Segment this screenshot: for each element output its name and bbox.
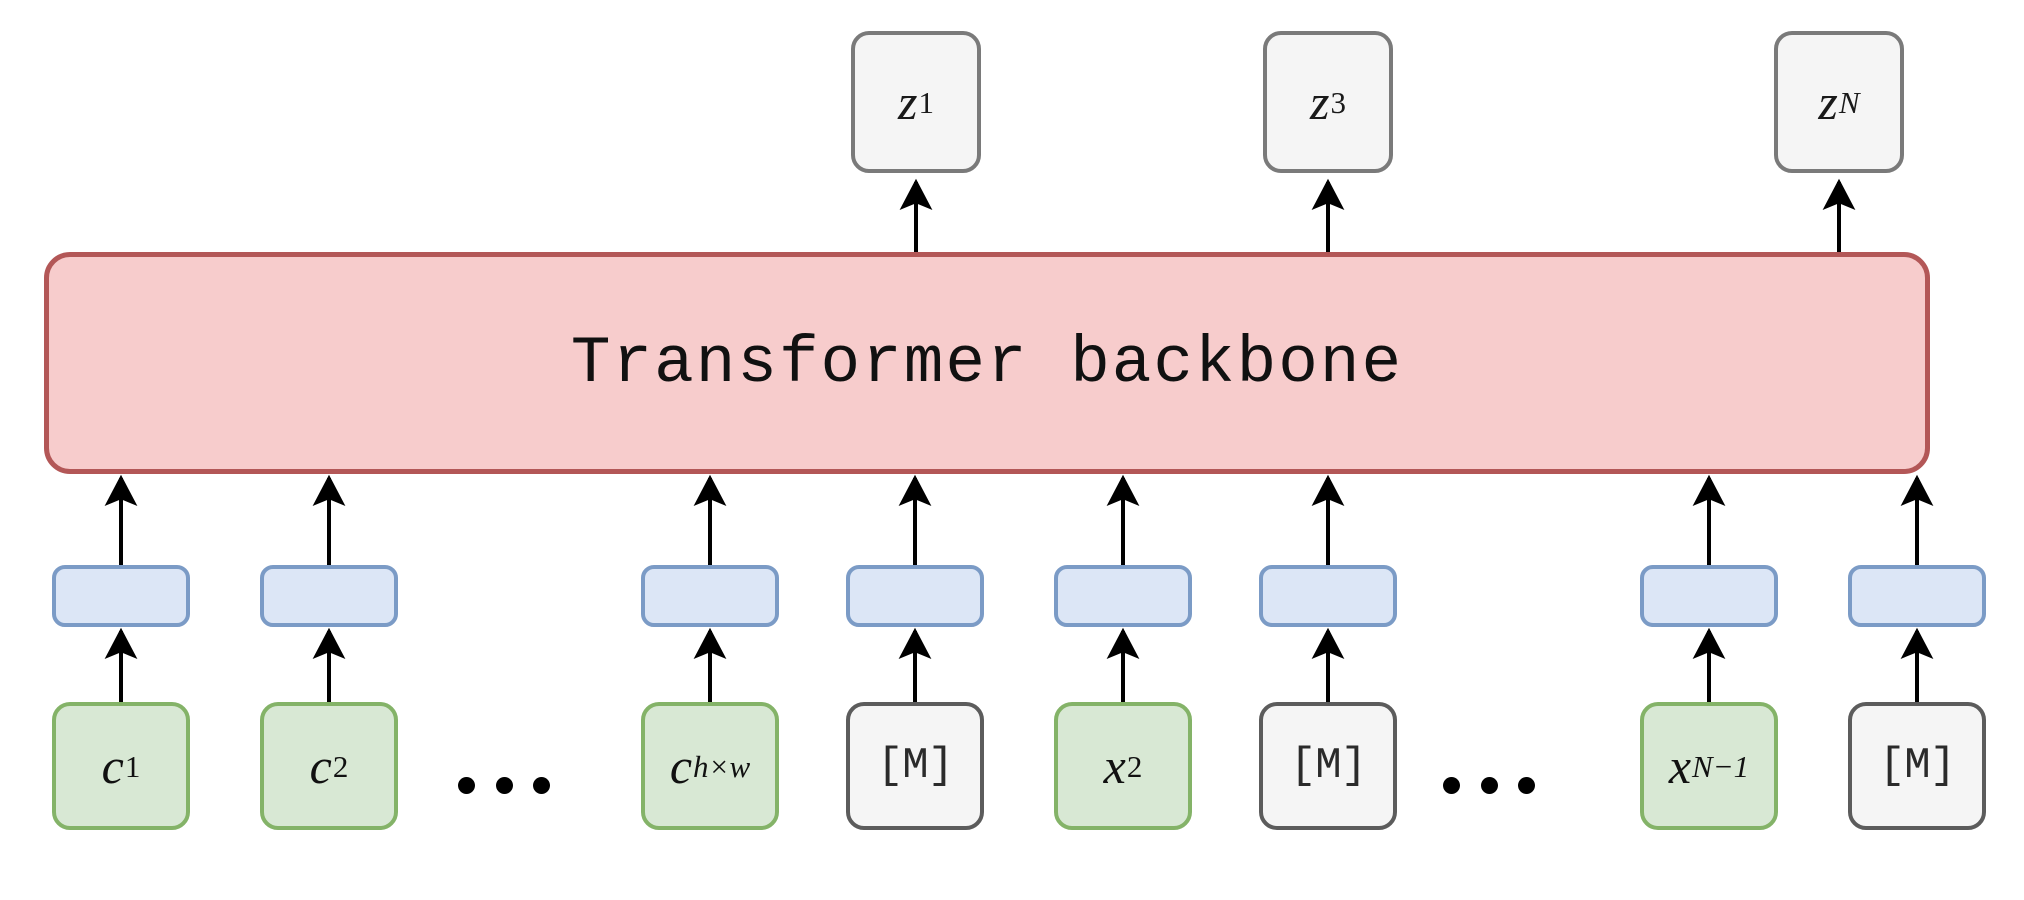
latent-label-zN: z — [1818, 74, 1838, 130]
embedding-box-6 — [1259, 565, 1397, 627]
embedding-box-8 — [1848, 565, 1986, 627]
token-sub-x2: 2 — [1126, 748, 1143, 784]
ellipsis-dot — [533, 776, 550, 794]
ellipsis-sequence — [1443, 775, 1535, 795]
ellipsis-dot — [1480, 776, 1498, 794]
ellipsis-dot — [1518, 776, 1535, 794]
latent-sub-zN: N — [1838, 84, 1860, 120]
embedding-box-7 — [1640, 565, 1778, 627]
embedding-box-5 — [1054, 565, 1192, 627]
embedding-box-4 — [846, 565, 984, 627]
token-box-mask-1: [M] — [846, 702, 984, 830]
token-box-mask-3: [M] — [1848, 702, 1986, 830]
token-label-mask-1: [M] — [876, 741, 954, 791]
latent-label-z1: z — [898, 74, 918, 130]
ellipsis-dot — [495, 776, 513, 794]
arrows-backbone-to-latent — [899, 178, 1856, 252]
token-label-x2: x — [1103, 738, 1126, 794]
token-label-mask-3: [M] — [1878, 741, 1956, 791]
transformer-backbone: Transformer backbone — [44, 252, 1930, 474]
token-label-c1: c — [101, 738, 124, 794]
token-label-xN1: x — [1668, 738, 1692, 794]
token-sub-c2: 2 — [332, 748, 349, 784]
ellipsis-dot — [458, 776, 475, 794]
token-label-chw: c — [669, 738, 693, 794]
token-label-mask-2: [M] — [1289, 741, 1367, 791]
latent-sub-z1: 1 — [918, 84, 934, 120]
ellipsis-context — [458, 775, 550, 795]
latent-sub-z3: 3 — [1330, 84, 1346, 120]
token-box-mask-2: [M] — [1259, 702, 1397, 830]
arrows-embedding-to-backbone — [104, 474, 1934, 565]
transformer-backbone-label: Transformer backbone — [570, 325, 1404, 401]
embedding-box-1 — [52, 565, 190, 627]
token-sub-c1: 1 — [124, 748, 141, 784]
ellipsis-dot — [1443, 776, 1460, 794]
embedding-box-3 — [641, 565, 779, 627]
token-sub-chw: h×w — [693, 748, 751, 784]
token-sub-xN1: N−1 — [1692, 748, 1750, 784]
latent-label-z3: z — [1310, 74, 1330, 130]
embedding-box-2 — [260, 565, 398, 627]
token-label-c2: c — [309, 738, 332, 794]
arrows-token-to-embedding — [104, 627, 1934, 702]
